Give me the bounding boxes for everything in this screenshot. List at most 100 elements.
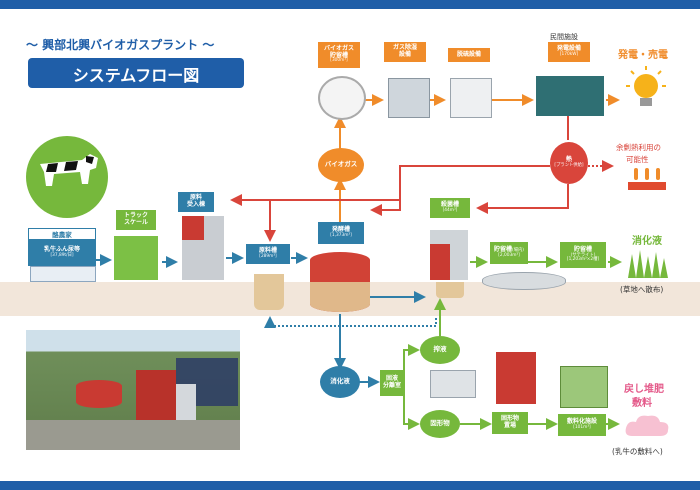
top-bar — [0, 0, 700, 9]
sterilize-line2: [44m³] — [442, 207, 458, 213]
intake-building-red — [182, 216, 204, 240]
bedding-facility-label: 敷料化施設 [101m³] — [558, 414, 606, 436]
heat-use-line1: 余剰熱利用の — [616, 143, 661, 152]
aerial-photo — [26, 330, 240, 450]
generator-label: 発電設備 [170kW] — [548, 42, 590, 62]
cow-bedding-note: (乳牛の敷料へ) — [612, 447, 663, 456]
truck-scale-line1: トラック — [123, 212, 148, 220]
solid-label: 固形物 — [430, 419, 450, 428]
storage2-line1: 貯留槽 — [573, 245, 592, 253]
bedding-facility-line1: 敷料化施設 — [566, 418, 597, 426]
gas-clean-equipment — [388, 78, 430, 118]
cow-icon — [26, 136, 108, 218]
truck-scale-line2: スケール — [123, 219, 148, 226]
fermenter-tank-base — [310, 282, 370, 312]
storage2-line2: [1,203m³×2槽] — [566, 257, 600, 263]
storage-lagoon — [482, 272, 566, 290]
storage2-line1b: (サテライト) — [570, 252, 596, 258]
photo-tank — [76, 380, 122, 408]
cloud-icon — [625, 415, 669, 436]
heat-icon-base — [628, 182, 666, 190]
heat-line1: 熱 — [565, 156, 572, 164]
sterilize-line1: 殺菌槽 — [440, 201, 459, 209]
bedding-building — [560, 366, 608, 408]
private-facility-label: 民間施設 — [550, 33, 578, 41]
generator-line2: [170kW] — [559, 51, 579, 57]
liquid-label: 搾液 — [433, 345, 447, 354]
desulf-equipment — [450, 78, 492, 118]
truck-scale-building — [114, 236, 158, 280]
truck-icon — [30, 266, 96, 282]
diagram-subtitle: 〜 興部北興バイオガスプラント 〜 — [26, 38, 215, 52]
farm-title: 酪農家 — [52, 231, 72, 239]
solid-yard-building — [496, 352, 536, 404]
fermenter-label: 発酵槽 [1,373m³] — [318, 222, 364, 244]
gas-holder-line2: 貯留槽 — [329, 51, 348, 59]
raw-tank-line1: 原料槽 — [258, 247, 277, 255]
heat-wave-2 — [645, 168, 649, 180]
gas-clean-line2: 設備 — [398, 51, 411, 58]
solid-yard-line2: 置場 — [503, 422, 516, 429]
gas-holder-line3: [300m³] — [330, 58, 348, 64]
separator-machine — [430, 370, 476, 398]
separator-line1: 固液 — [385, 375, 398, 383]
gas-holder-label: バイオガス 貯留槽 [300m³] — [318, 42, 360, 68]
power-label: 発電・売電 — [618, 50, 668, 61]
separator-line2: 分離室 — [382, 382, 401, 389]
grass-icon — [628, 250, 668, 278]
storage1-label: 貯留槽(場内) [2,003m³] — [490, 242, 528, 264]
intake-line2: 受入棟 — [186, 201, 205, 208]
solid-yard-line1: 固形物 — [500, 415, 519, 423]
bottom-bar — [0, 481, 700, 490]
sterilize-tank — [436, 282, 464, 298]
fermenter-line1: 発酵槽 — [331, 226, 350, 234]
sterilize-label: 殺菌槽 [44m³] — [430, 198, 470, 218]
storage1-title-qualifier: (場内) — [512, 248, 524, 254]
truck-scale-label: トラック スケール — [116, 210, 156, 230]
liquid-node: 搾液 — [420, 336, 460, 364]
gas-clean-line1: ガス除湿 — [392, 44, 417, 52]
farm-box — [28, 228, 96, 240]
desulf-label: 脱硫設備 — [448, 48, 490, 62]
solid-yard-label: 固形物 置場 — [492, 412, 528, 434]
raw-tank-line2: [289m³] — [259, 253, 277, 259]
bedding-facility-line2: [101m³] — [573, 424, 591, 430]
generator-container — [536, 76, 604, 116]
compost-line2: 敷料 — [632, 398, 652, 409]
digestate-output-label: 消化液 — [632, 236, 662, 247]
intake-label: 原料 受入棟 — [178, 192, 214, 212]
photo-road — [26, 420, 240, 450]
diagram-title: システムフロー図 — [72, 66, 200, 85]
heat-line2: [プラント供給] — [554, 162, 584, 168]
raw-tank — [254, 274, 284, 310]
gas-holder-line1: バイオガス — [323, 44, 354, 52]
separator-label: 固液 分離室 — [380, 370, 404, 396]
compost-line1: 戻し堆肥 — [624, 384, 664, 395]
intake-line1: 原料 — [189, 194, 202, 202]
farm-label: 乳牛ふん尿等 [37,89t/日] — [28, 240, 96, 266]
desulf-line1: 脱硫設備 — [456, 50, 481, 58]
farm-line2: [37,89t/日] — [50, 252, 74, 258]
heat-node: 熱 [プラント供給] — [550, 142, 588, 184]
cow-silhouette — [40, 154, 98, 186]
lightbulb-icon — [626, 66, 666, 106]
raw-tank-label: 原料槽 [289m³] — [246, 244, 290, 264]
digestate-node: 消化液 — [320, 366, 360, 398]
storage1-line1: 貯留槽(場内) — [494, 246, 524, 254]
sterilize-building-red — [430, 244, 450, 280]
gas-holder-dome — [318, 76, 366, 120]
diagram-title-box — [28, 58, 244, 88]
heat-wave-1 — [634, 168, 638, 180]
digestate-node-label: 消化液 — [330, 377, 350, 386]
biogas-label: バイオガス — [324, 160, 358, 169]
heat-wave-3 — [656, 168, 660, 180]
biogas-node: バイオガス — [318, 148, 364, 182]
heat-use-line2: 可能性 — [626, 155, 649, 164]
heat-icon — [628, 168, 666, 190]
fermenter-line2: [1,373m³] — [330, 232, 352, 238]
storage2-label: 貯留槽 (サテライト) [1,203m³×2槽] — [560, 242, 606, 268]
farm-line1: 乳牛ふん尿等 — [43, 246, 80, 254]
storage1-line2: [2,003m³] — [498, 253, 520, 258]
